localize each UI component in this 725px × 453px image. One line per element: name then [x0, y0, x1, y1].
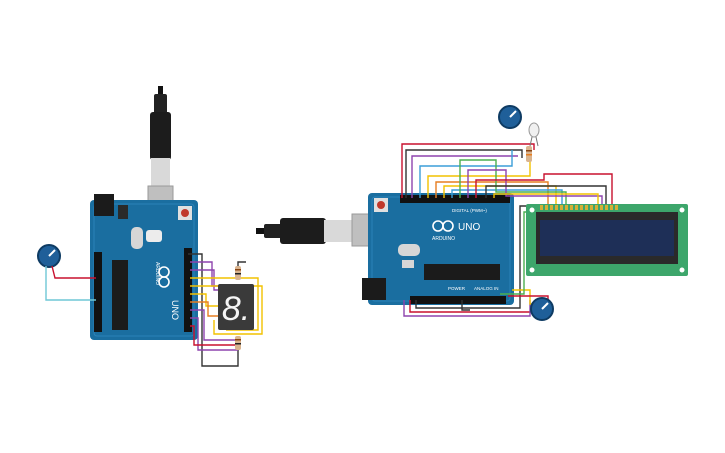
lcd-pin[interactable] — [560, 205, 563, 210]
arduino-logo-right — [432, 220, 454, 232]
seven-segment-display: 8. — [218, 284, 254, 330]
potentiometer-left[interactable] — [37, 244, 61, 268]
board-brand-label-right: ARDUINO — [432, 236, 455, 242]
lcd-pin[interactable] — [600, 205, 603, 210]
lcd-pin[interactable] — [555, 205, 558, 210]
potentiometer-right-bottom[interactable] — [530, 297, 554, 321]
arduino-logo-left — [158, 266, 170, 288]
arduino-left[interactable]: UNO ARDUINO — [90, 194, 198, 340]
resistor-right[interactable] — [526, 146, 532, 162]
lcd-pin[interactable] — [540, 205, 543, 210]
atmega-chip — [112, 260, 128, 330]
seven-segment-digit: 8. — [222, 290, 250, 328]
lcd-pin[interactable] — [610, 205, 613, 210]
board-brand-label-left: ARDUINO — [154, 262, 160, 285]
resistor-left-top[interactable] — [235, 266, 241, 280]
board-model-label-left: UNO — [170, 300, 180, 320]
digital-header-label: DIGITAL (PWM~) — [452, 208, 487, 213]
resistor-left-bottom[interactable] — [235, 336, 241, 350]
analog-header-label: ANALOG IN — [474, 286, 499, 291]
lcd-screen — [540, 220, 674, 256]
potentiometer-right-top[interactable] — [498, 105, 522, 129]
lcd-pin[interactable] — [580, 205, 583, 210]
lcd-pin[interactable] — [605, 205, 608, 210]
lcd-pin[interactable] — [565, 205, 568, 210]
power-header-label: POWER — [448, 286, 466, 291]
usb-cable-left[interactable] — [147, 86, 174, 221]
arduino-right[interactable]: UNO ARDUINO DIGITAL (PWM~) POWER ANALOG … — [362, 193, 514, 305]
lcd-pins — [540, 205, 618, 210]
lcd-pin[interactable] — [575, 205, 578, 210]
lcd-pin[interactable] — [570, 205, 573, 210]
lcd-pin[interactable] — [595, 205, 598, 210]
power-jack-right — [362, 278, 386, 300]
wires-right — [401, 143, 613, 317]
atmega-chip-right — [424, 264, 500, 280]
lcd-pin[interactable] — [585, 205, 588, 210]
lcd-pin[interactable] — [590, 205, 593, 210]
lcd-pin[interactable] — [550, 205, 553, 210]
lcd-pin[interactable] — [615, 205, 618, 210]
lcd-pin[interactable] — [545, 205, 548, 210]
power-jack — [94, 194, 114, 216]
board-model-label-right: UNO — [458, 222, 480, 233]
lcd-module — [526, 204, 688, 276]
rgb-led[interactable] — [528, 122, 540, 147]
